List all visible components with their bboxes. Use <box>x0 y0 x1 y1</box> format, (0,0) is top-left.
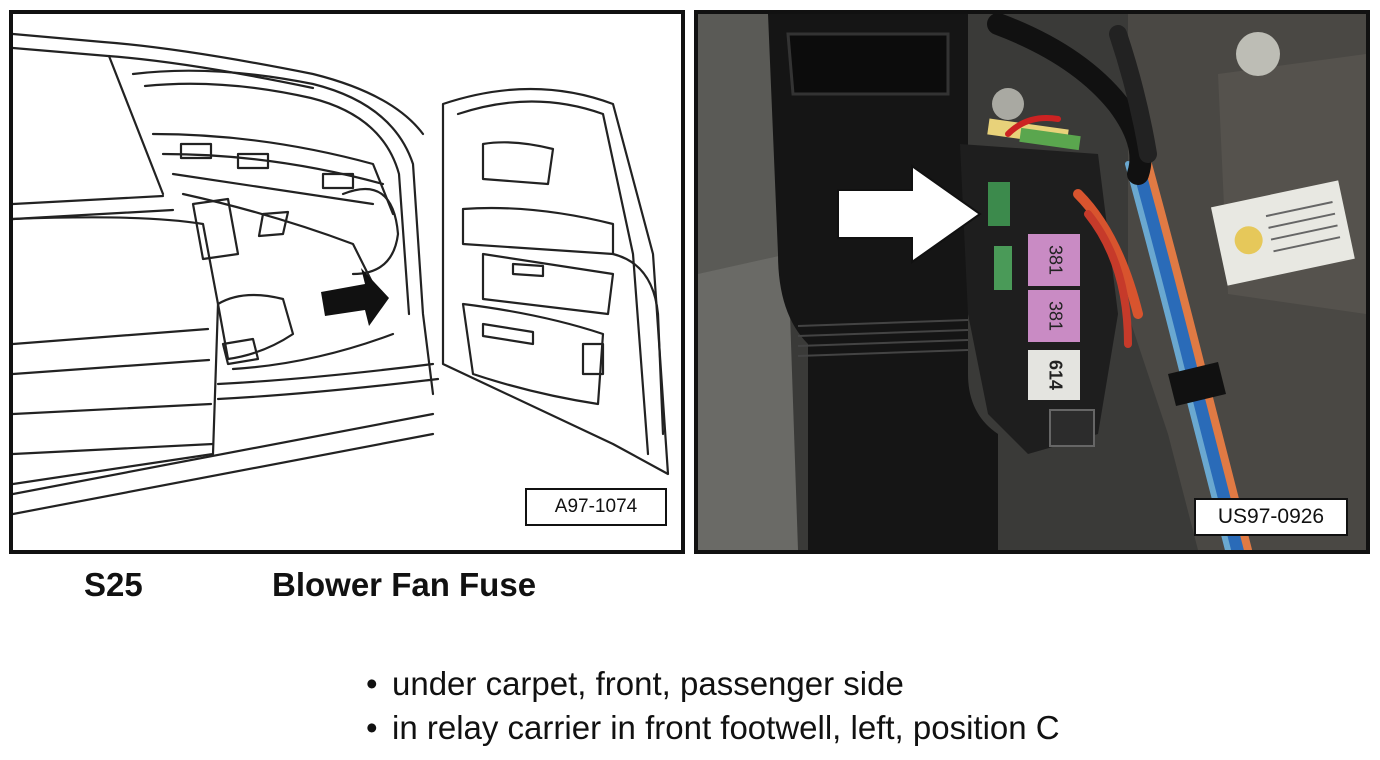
relay-381-b: 381 <box>1028 290 1080 342</box>
location-text: under carpet, front, passenger side <box>392 665 904 702</box>
figure-id-label: US97-0926 <box>1194 498 1348 536</box>
location-list: • under carpet, front, passenger side • in… <box>366 662 1060 750</box>
relay-label: 381 <box>1045 245 1065 275</box>
bullet-icon: • <box>366 665 378 702</box>
footwell-photo-rendering: 381 381 614 <box>698 14 1366 550</box>
relay-label: 614 <box>1045 360 1065 390</box>
fuse-code: S25 <box>84 566 143 603</box>
relay-381-a: 381 <box>1028 234 1080 286</box>
pointer-arrow-black <box>321 268 389 326</box>
fuse-name: Blower Fan Fuse <box>272 566 537 603</box>
location-item: • under carpet, front, passenger side <box>366 662 1060 706</box>
bullet-icon: • <box>366 709 378 746</box>
location-item: • in relay carrier in front footwell, lef… <box>366 706 1060 750</box>
relay-614: 614 <box>1028 350 1080 400</box>
location-text: in relay carrier in front footwell, left… <box>392 709 1060 746</box>
figure-id-label: A97-1074 <box>525 488 667 526</box>
relay-carrier-photo: 381 381 614 US97-0926 <box>694 10 1370 554</box>
relay-label: 381 <box>1045 301 1065 331</box>
pointer-arrow-white <box>837 164 982 264</box>
car-line-drawing <box>13 32 670 516</box>
car-door-illustration: A97-1074 <box>9 10 685 554</box>
fuse-s25-highlight <box>988 182 1010 226</box>
